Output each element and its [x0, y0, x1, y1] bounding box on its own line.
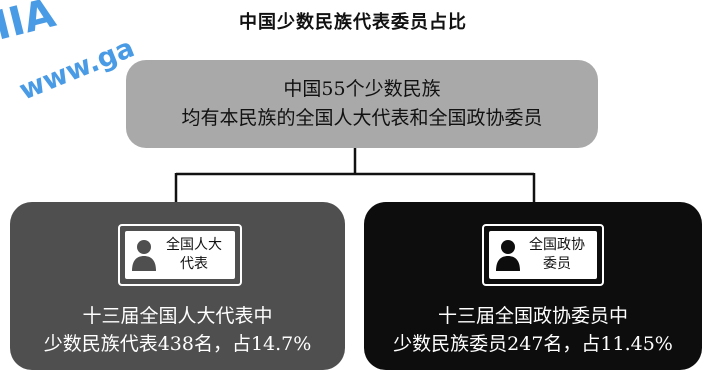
npc-badge-label: 全国人大 代表	[157, 236, 235, 274]
person-icon	[496, 240, 520, 271]
cppcc-badge-line-1: 全国政协	[529, 237, 585, 253]
summary-line-2: 均有本民族的全国人大代表和全国政协委员	[181, 107, 543, 129]
summary-line-1: 中国55个少数民族	[283, 78, 441, 100]
watermark-url-text: www.ga	[15, 32, 139, 106]
npc-badge: 全国人大 代表	[118, 224, 242, 286]
summary-box: 中国55个少数民族 均有本民族的全国人大代表和全国政协委员	[126, 60, 598, 148]
cppcc-badge: 全国政协 委员	[482, 224, 604, 286]
npc-text-line-1: 十三届全国人大代表中	[82, 305, 273, 327]
person-icon	[132, 240, 156, 271]
page-title: 中国少数民族代表委员占比	[239, 12, 467, 33]
cppcc-members-card: 全国政协 委员 十三届全国政协委员中 少数民族委员247名，占11.45%	[364, 202, 702, 370]
cppcc-card-text: 十三届全国政协委员中 少数民族委员247名，占11.45%	[364, 302, 702, 358]
npc-text-line-2: 少数民族代表438名，占14.7%	[43, 333, 312, 355]
cppcc-badge-line-2: 委员	[543, 256, 571, 272]
connector-lines	[174, 148, 536, 204]
cppcc-badge-label: 全国政协 委员	[521, 236, 597, 274]
cppcc-text-line-2: 少数民族委员247名，占11.45%	[393, 333, 673, 355]
cppcc-text-line-1: 十三届全国政协委员中	[437, 305, 628, 327]
npc-badge-line-2: 代表	[180, 256, 208, 272]
npc-badge-line-1: 全国人大	[166, 237, 222, 253]
npc-deputies-card: 全国人大 代表 十三届全国人大代表中 少数民族代表438名，占14.7%	[10, 202, 345, 370]
npc-card-text: 十三届全国人大代表中 少数民族代表438名，占14.7%	[10, 302, 345, 358]
